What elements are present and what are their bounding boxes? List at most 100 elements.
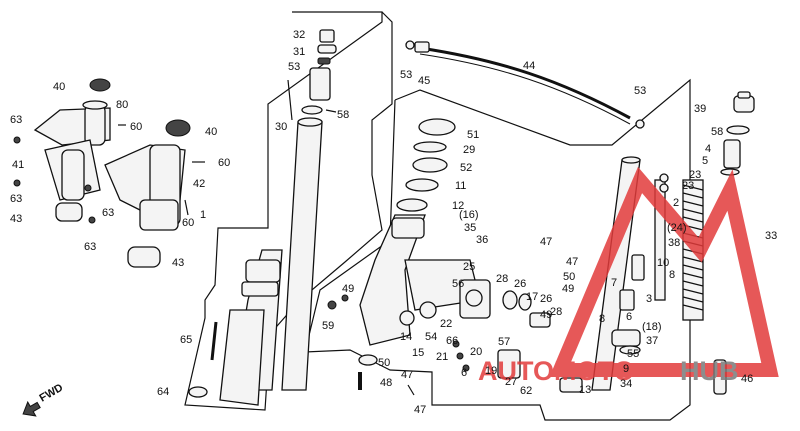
left-fork-region-outline — [184, 11, 393, 411]
damper-rod-assembly — [619, 173, 669, 311]
callout-39: 39 — [694, 103, 706, 115]
anti-dive-case — [459, 279, 551, 328]
callout-59: 59 — [322, 320, 334, 332]
callout-49b: 49 — [342, 283, 354, 295]
speedometer-cable — [405, 40, 645, 129]
callout-66: 66 — [446, 335, 458, 347]
callout-5: 5 — [702, 155, 708, 167]
callout-52: 52 — [460, 162, 472, 174]
callout-18: (18) — [642, 321, 662, 333]
callout-31: 31 — [293, 46, 305, 58]
callout-16: (16) — [459, 209, 479, 221]
callout-21: 21 — [436, 351, 448, 363]
callout-60a: 60 — [130, 121, 142, 133]
rubber-mount-left — [55, 202, 83, 222]
callout-42: 42 — [193, 178, 205, 190]
callout-41: 41 — [12, 159, 24, 171]
callout-27: 27 — [505, 376, 517, 388]
callout-63d: 63 — [84, 241, 96, 253]
callout-63b: 63 — [10, 193, 22, 205]
callout-15: 15 — [412, 347, 424, 359]
callout-49a: 49 — [562, 283, 574, 295]
bolt-49-left — [341, 294, 349, 302]
callout-53c: 53 — [634, 85, 646, 97]
callout-54: 54 — [425, 331, 437, 343]
damper-piece-37 — [611, 329, 641, 355]
callout-19: 19 — [485, 365, 497, 377]
callout-20: 20 — [470, 346, 482, 358]
rubber-mount-right — [127, 246, 161, 268]
bolt-63-a — [13, 136, 21, 144]
upper-fork-bridge — [33, 100, 111, 146]
callout-47c: 47 — [401, 369, 413, 381]
callout-26a: 26 — [514, 278, 526, 290]
bolt-63-b — [13, 179, 21, 187]
callout-80: 80 — [116, 99, 128, 111]
watermark-logo: AUTOMOTO HUB — [478, 166, 779, 386]
watermark-brand-gray: HUB — [680, 356, 739, 386]
callout-33: 33 — [765, 230, 777, 242]
callout-65: 65 — [180, 334, 192, 346]
washer-64 — [188, 386, 208, 398]
bolt-59 — [327, 300, 337, 310]
washer-50 — [358, 354, 378, 366]
callout-53b: 53 — [400, 69, 412, 81]
callout-9: 9 — [623, 363, 629, 375]
callout-8a: 8 — [669, 269, 675, 281]
callout-2: 2 — [673, 197, 679, 209]
callout-49c: 49 — [540, 309, 552, 321]
callout-28a: 28 — [496, 273, 508, 285]
callout-22: 22 — [440, 318, 452, 330]
dust-seal-51 — [418, 118, 456, 136]
callout-63c: 63 — [102, 207, 114, 219]
callout-24: (24) — [667, 222, 687, 234]
callout-57: 57 — [498, 336, 510, 348]
callout-44: 44 — [523, 60, 535, 72]
callout-60c: 60 — [182, 217, 194, 229]
callout-6a: 6 — [461, 367, 467, 379]
callout-45: 45 — [418, 75, 430, 87]
callout-63a: 63 — [10, 114, 22, 126]
callout-11: 11 — [455, 180, 466, 192]
oring-58 — [726, 125, 750, 135]
small-fittings — [407, 340, 521, 396]
callout-17: 17 — [526, 291, 538, 303]
callout-48: 48 — [380, 377, 392, 389]
callout-14: 14 — [400, 331, 412, 343]
callout-43a: 43 — [10, 213, 22, 225]
fork-boot-upper-left — [89, 78, 111, 92]
callout-50b: 50 — [378, 357, 390, 369]
axle-bolt-13 — [559, 377, 583, 393]
callout-50a: 50 — [563, 271, 575, 283]
fork-inner-tube — [281, 117, 323, 391]
callout-64: 64 — [157, 386, 169, 398]
fwd-arrow — [22, 400, 41, 417]
callout-25: 25 — [463, 261, 475, 273]
fwd-label: FWD — [38, 382, 66, 405]
callout-34: 34 — [620, 378, 632, 390]
callout-37: 37 — [646, 335, 658, 347]
fork-boot-upper-right — [165, 119, 191, 137]
lower-fork-bridge-left — [44, 139, 101, 201]
callout-23a: 23 — [689, 169, 701, 181]
stopper-ring-29 — [413, 141, 447, 153]
callout-46: 46 — [741, 373, 753, 385]
callout-53a: 53 — [288, 61, 300, 73]
callout-58a: 58 — [337, 109, 349, 121]
bolt-63-c — [88, 216, 96, 224]
fork-top-bolt — [287, 29, 337, 121]
callout-32: 32 — [293, 29, 305, 41]
back-up-ring-11 — [405, 178, 439, 192]
spring-seat-5 — [720, 168, 740, 176]
callout-55: 55 — [627, 348, 639, 360]
bolt-63-d — [84, 184, 92, 192]
callout-38: 38 — [668, 237, 680, 249]
callout-26b: 26 — [540, 293, 552, 305]
callout-62: 62 — [520, 385, 532, 397]
callout-4: 4 — [705, 143, 711, 155]
callout-47d: 47 — [414, 404, 426, 416]
watermark-brand-red: AUTOMOTO — [478, 356, 635, 386]
callout-47b: 47 — [566, 256, 578, 268]
